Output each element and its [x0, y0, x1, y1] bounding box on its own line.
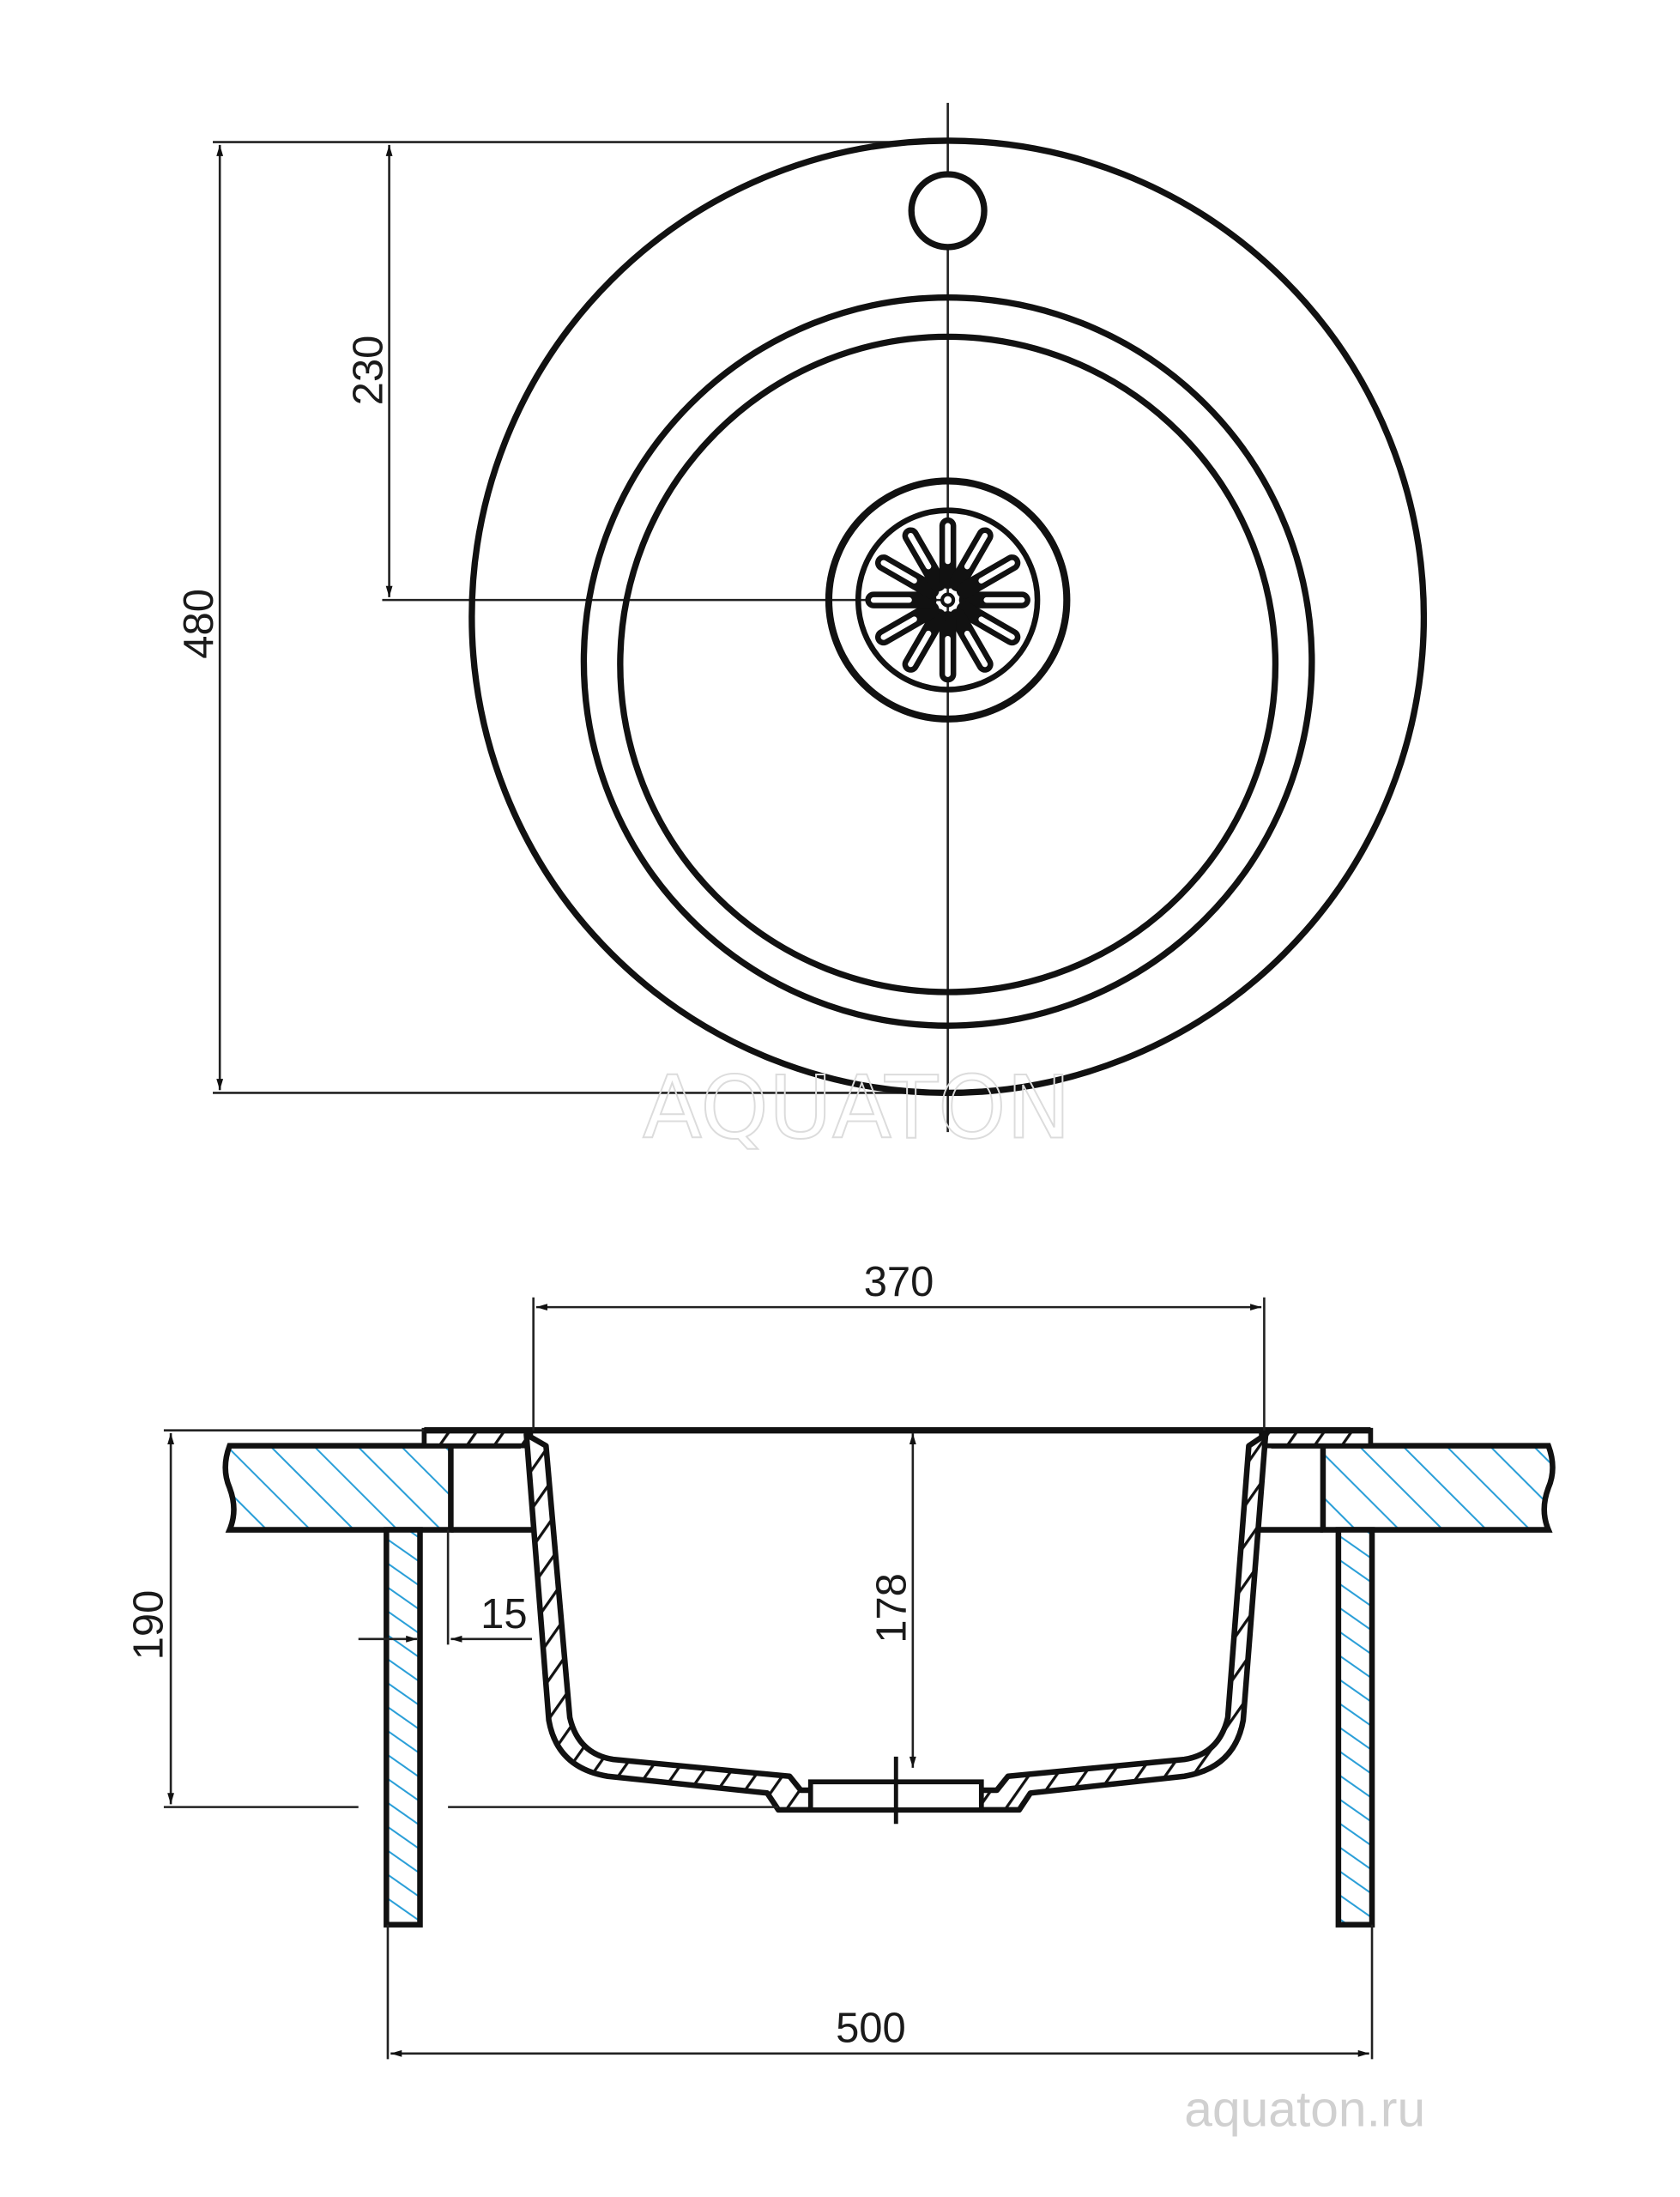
- dim-label-cabinet-width: 500: [836, 2006, 906, 2052]
- drain-outer-ring: [825, 477, 1071, 723]
- drain-inner-ring: [855, 507, 1041, 693]
- sink-outer-rim: [468, 137, 1428, 1097]
- dim-label-overall-depth: 480: [176, 589, 222, 659]
- drain-petal: [902, 608, 947, 673]
- drain-petal: [956, 601, 1021, 646]
- dim-label-tap-to-drain: 230: [345, 336, 391, 406]
- cabinet-wall-right: [1335, 1527, 1375, 1928]
- drain-center: [940, 592, 956, 608]
- dim-label-total-height: 190: [125, 1590, 172, 1661]
- drain-petal: [949, 527, 994, 592]
- bowl-inner-edge: [617, 333, 1279, 996]
- drain-petal: [949, 608, 994, 673]
- tap-hole: [908, 171, 988, 251]
- cabinet-wall-left: [384, 1527, 423, 1928]
- site-watermark: aquaton.ru: [1184, 2082, 1425, 2138]
- drain-petal: [902, 527, 947, 592]
- watermark-aquaton: AQUATON: [643, 1057, 1072, 1159]
- section-view: 370 178 190 15 500: [125, 1259, 1556, 2060]
- dim-label-bowl-depth: 178: [869, 1573, 916, 1643]
- dim-label-wall-gap: 15: [480, 1591, 527, 1637]
- countertop-left: [222, 1443, 454, 1533]
- bowl-outer-edge: [580, 294, 1315, 1029]
- drain-strainer: [825, 477, 1071, 723]
- drain-petal: [874, 554, 940, 599]
- countertop-right: [1320, 1443, 1556, 1533]
- drain-petal: [956, 554, 1021, 599]
- top-view: 480 230 AQUATON: [176, 102, 1428, 1159]
- dim-label-bowl-width: 370: [864, 1259, 934, 1305]
- bowl-wall: [523, 1431, 1269, 1813]
- drain-petal: [874, 601, 940, 646]
